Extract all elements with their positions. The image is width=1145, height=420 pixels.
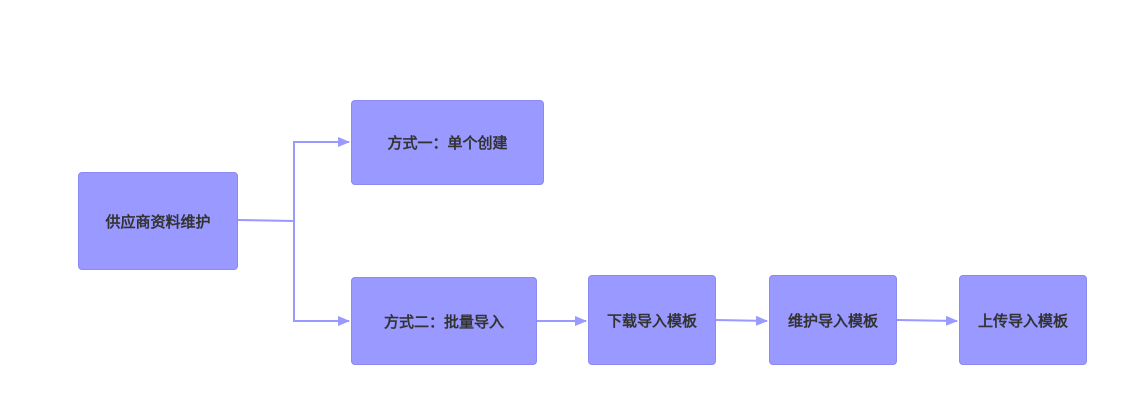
edge-maintain-to-upload [896, 315, 958, 326]
edge-root-to-single [293, 137, 350, 221]
edge-root-to-batch [293, 221, 350, 326]
node-method-batch-import: 方式二：批量导入 [351, 277, 537, 365]
edge-download-to-maintain [715, 315, 768, 326]
node-label: 维护导入模板 [787, 311, 878, 330]
node-label: 方式二：批量导入 [383, 312, 504, 331]
node-label: 上传导入模板 [977, 311, 1068, 330]
edge-root-trunk [237, 219, 295, 222]
node-method-single-create: 方式一：单个创建 [351, 100, 544, 185]
node-upload-template: 上传导入模板 [959, 275, 1087, 365]
node-label: 方式一：单个创建 [387, 134, 508, 152]
node-download-template: 下载导入模板 [588, 275, 716, 365]
node-label: 下载导入模板 [606, 311, 697, 330]
node-supplier-maintenance: 供应商资料维护 [78, 172, 238, 270]
node-maintain-template: 维护导入模板 [769, 275, 897, 365]
node-label: 供应商资料维护 [105, 212, 211, 231]
